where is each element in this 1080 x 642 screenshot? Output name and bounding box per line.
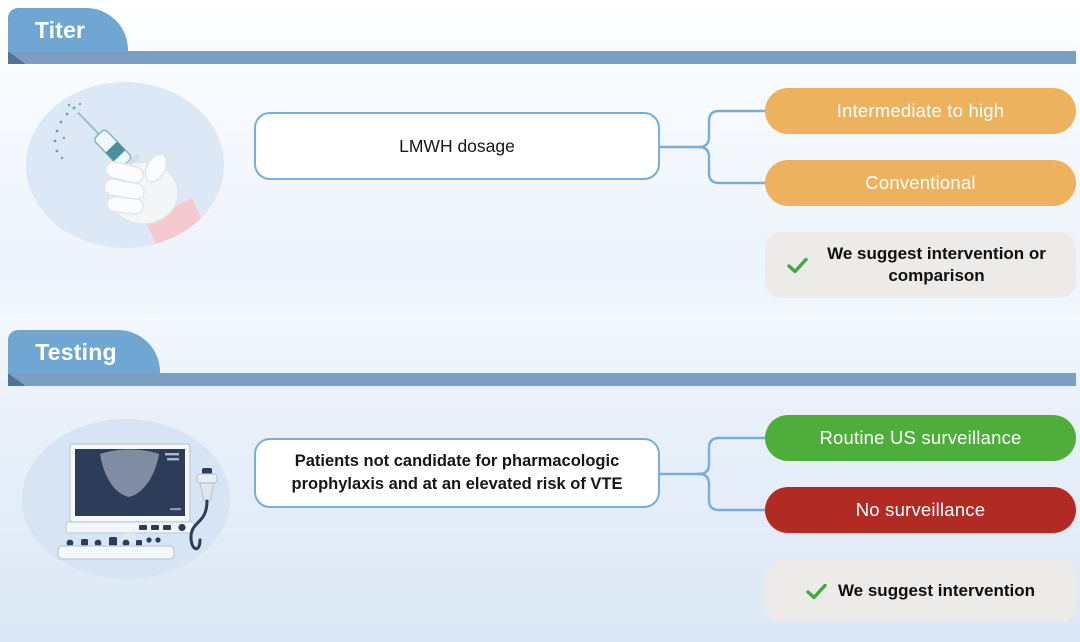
option-label: Intermediate to high bbox=[836, 100, 1005, 121]
fork-connector bbox=[659, 109, 765, 185]
section-bar bbox=[8, 373, 1076, 386]
option-conventional: Conventional bbox=[765, 160, 1076, 206]
suggestion-box: We suggest intervention or comparison bbox=[765, 232, 1076, 298]
fork-connector bbox=[659, 436, 765, 512]
tab-titer: Titer bbox=[8, 8, 128, 52]
tab-testing-label: Testing bbox=[35, 338, 117, 365]
check-icon bbox=[787, 257, 808, 273]
option-intermediate-to-high: Intermediate to high bbox=[765, 88, 1076, 134]
node-lmwh-dosage: LMWH dosage bbox=[254, 112, 660, 180]
node-patients-label: Patients not candidate for pharmacologic… bbox=[291, 451, 623, 493]
check-icon bbox=[806, 583, 827, 599]
suggestion-text: We suggest intervention or comparison bbox=[827, 243, 1046, 285]
ultrasound-machine-icon bbox=[22, 419, 230, 579]
option-no-surveillance: No surveillance bbox=[765, 487, 1076, 533]
option-label: Routine US surveillance bbox=[819, 427, 1022, 448]
option-label: No surveillance bbox=[855, 499, 986, 520]
syringe-in-hand-icon bbox=[26, 82, 224, 248]
tab-testing: Testing bbox=[8, 330, 160, 374]
node-lmwh-dosage-label: LMWH dosage bbox=[399, 135, 515, 156]
suggestion-box: We suggest intervention bbox=[765, 560, 1076, 622]
section-bar bbox=[8, 51, 1076, 64]
suggestion-text: We suggest intervention bbox=[837, 580, 1036, 600]
option-routine-us-surveillance: Routine US surveillance bbox=[765, 415, 1076, 461]
tab-titer-label: Titer bbox=[34, 16, 86, 43]
option-label: Conventional bbox=[865, 172, 976, 193]
node-patients-not-candidate: Patients not candidate for pharmacologic… bbox=[254, 438, 660, 508]
